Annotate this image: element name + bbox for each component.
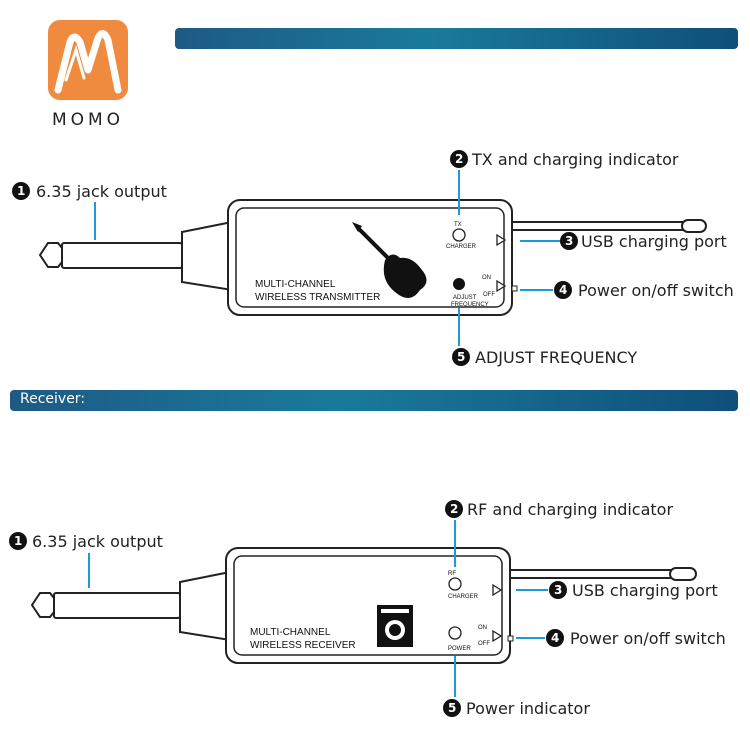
rx-callout-text-1: 6.35 jack output: [32, 532, 163, 551]
adjust-label-1: ADJUST: [453, 295, 477, 301]
momo-logo: [48, 20, 128, 100]
rx-callout-text-3: USB charging port: [572, 581, 718, 600]
rx-callout-badge-1: [9, 532, 27, 550]
callout-badge-4: [554, 281, 572, 299]
callout-num-1: 1: [17, 184, 25, 198]
receiver-text-2: WIRELESS RECEIVER: [250, 640, 356, 651]
brand-name: MOMO: [51, 110, 125, 130]
rx-switch-off-label: OFF: [478, 641, 490, 647]
switch-off-label: OFF: [483, 292, 495, 298]
transmitter-device: MULTI-CHANNEL WIRELESS TRANSMITTER TX CH…: [38, 199, 707, 316]
callout-badge-1: [12, 182, 30, 200]
switch-on-label: ON: [482, 275, 491, 281]
rx-callout-text-2: RF and charging indicator: [467, 500, 673, 519]
switch-nub: [511, 285, 518, 292]
rx-callout-badge-5: [443, 699, 461, 717]
jack-tip: [38, 242, 63, 268]
rx-callout-badge-2: [445, 500, 463, 518]
rx-jack-tip: [30, 592, 55, 618]
receiver-body-inner: [233, 555, 503, 656]
rf-led: [448, 577, 462, 591]
rx-callout-num-5: 5: [448, 701, 456, 715]
rx-jack-collar: [179, 570, 231, 642]
rx-callout-num-4: 4: [551, 631, 559, 645]
rx-callout-num-3: 3: [554, 583, 562, 597]
rx-power-switch-icon: [492, 629, 503, 643]
rx-callout-badge-3: [549, 581, 567, 599]
rx-charger-label: CHARGER: [448, 594, 479, 600]
adjust-button: [453, 278, 465, 290]
callout-text-3: USB charging port: [581, 232, 727, 251]
receiver-callouts: 1 6.35 jack output 2 RF and charging ind…: [9, 500, 726, 718]
receiver-body: [225, 547, 511, 664]
callout-text-5: ADJUST FREQUENCY: [475, 348, 637, 367]
adjust-label-2: FREQUENCY: [451, 302, 489, 308]
rx-antenna-tip: [669, 567, 697, 581]
rx-jack-barrel: [53, 592, 181, 619]
callout-badge-5: [452, 348, 470, 366]
callout-badge-3: [560, 232, 578, 250]
callout-text-1: 6.35 jack output: [36, 182, 167, 201]
guitar-icon: [352, 222, 427, 299]
rx-callout-badge-4: [546, 629, 564, 647]
amplifier-icon: [377, 605, 413, 647]
transmitter-text-1: MULTI-CHANNEL: [255, 279, 336, 290]
transmitter-text-2: WIRELESS TRANSMITTER: [255, 292, 380, 303]
rx-switch-on-label: ON: [478, 625, 487, 631]
jack-collar: [181, 220, 233, 292]
jack-barrel: [61, 242, 183, 269]
receiver-section-band: Receiver:: [10, 390, 738, 411]
rx-callout-num-2: 2: [450, 502, 458, 516]
tx-led: [452, 228, 466, 242]
transmitter-callouts: 1 6.35 jack output 2 TX and charging ind…: [12, 150, 734, 367]
rx-callout-num-1: 1: [14, 534, 22, 548]
transmitter-body-inner: [235, 207, 505, 308]
callout-num-3: 3: [565, 234, 573, 248]
top-header-band: [175, 28, 738, 49]
rx-usb-port-icon: [492, 583, 503, 597]
usb-port-icon: [496, 233, 507, 247]
logo-m-mark: [54, 30, 122, 94]
power-led: [448, 626, 462, 640]
power-label: POWER: [448, 646, 471, 652]
rx-switch-nub: [507, 635, 514, 642]
charger-label: CHARGER: [446, 244, 477, 250]
callout-num-4: 4: [559, 283, 567, 297]
tx-label: TX: [454, 222, 462, 228]
power-switch-icon: [496, 279, 507, 293]
antenna-tip: [681, 219, 707, 233]
receiver-text-1: MULTI-CHANNEL: [250, 627, 331, 638]
callout-num-2: 2: [455, 152, 463, 166]
receiver-section-label: Receiver:: [20, 391, 86, 407]
rx-callout-text-5: Power indicator: [466, 699, 590, 718]
callout-text-2: TX and charging indicator: [471, 150, 679, 169]
callout-text-4: Power on/off switch: [578, 281, 734, 300]
rx-callout-text-4: Power on/off switch: [570, 629, 726, 648]
rf-label: RF: [448, 571, 456, 577]
transmitter-body: [227, 199, 513, 316]
callout-num-5: 5: [457, 350, 465, 364]
callout-badge-2: [450, 150, 468, 168]
receiver-device: MULTI-CHANNEL WIRELESS RECEIVER RF CHARG…: [30, 547, 697, 664]
